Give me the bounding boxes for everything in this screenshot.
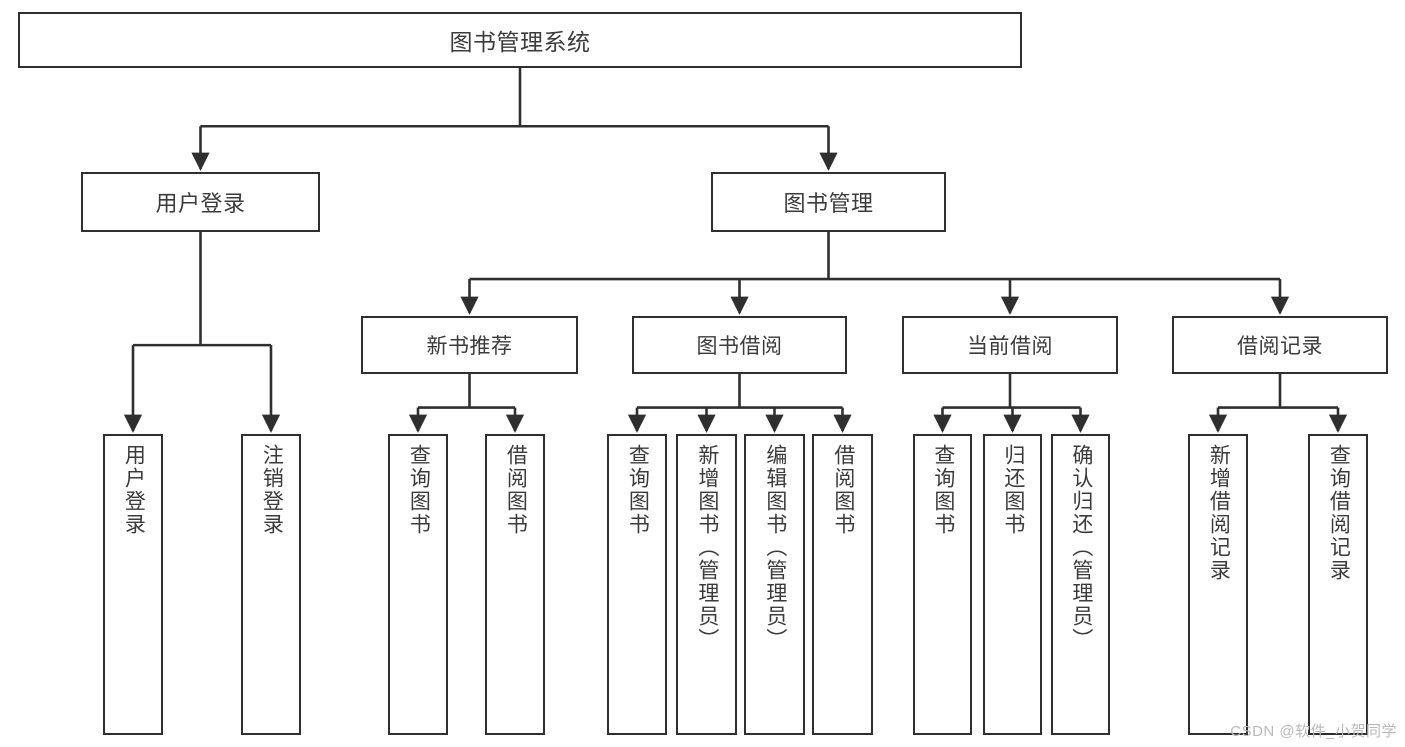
node-label: 用户登录 <box>155 191 246 216</box>
node-current[interactable]: 当前借阅 <box>902 316 1118 374</box>
node-label: 图书管理 <box>783 191 874 216</box>
node-r-add[interactable]: 新增借阅记录 <box>1188 434 1248 735</box>
node-label: 借阅图书 <box>504 444 528 536</box>
node-label: 新书推荐 <box>426 335 513 358</box>
node-c-query[interactable]: 查询图书 <box>913 434 972 735</box>
node-label: 新增借阅记录 <box>1207 444 1231 582</box>
node-label: 图书管理系统 <box>449 29 591 55</box>
node-label: 归还图书 <box>1001 444 1025 536</box>
node-bookmgr[interactable]: 图书管理 <box>711 172 946 232</box>
node-n-borrow[interactable]: 借阅图书 <box>485 434 545 735</box>
node-label: 注销登录 <box>260 444 284 536</box>
node-borrow[interactable]: 图书借阅 <box>632 316 847 374</box>
node-l-login[interactable]: 用户登录 <box>103 434 163 735</box>
node-b-edit[interactable]: 编辑图书（管理员） <box>744 434 805 735</box>
node-c-confirm[interactable]: 确认归还（管理员） <box>1051 434 1110 735</box>
node-label: 借阅记录 <box>1237 335 1323 358</box>
node-b-lend[interactable]: 借阅图书 <box>812 434 873 735</box>
node-r-query[interactable]: 查询借阅记录 <box>1308 434 1368 735</box>
watermark: CSDN @软件_小贺同学 <box>1230 723 1397 740</box>
node-label: 当前借阅 <box>967 335 1053 358</box>
node-login[interactable]: 用户登录 <box>81 172 320 232</box>
node-label: 新增图书（管理员） <box>695 444 719 651</box>
node-newbook[interactable]: 新书推荐 <box>361 316 578 374</box>
node-n-query[interactable]: 查询图书 <box>388 434 448 735</box>
node-label: 编辑图书（管理员） <box>763 444 787 651</box>
node-l-logout[interactable]: 注销登录 <box>241 434 301 735</box>
node-label: 查询图书 <box>407 444 431 536</box>
node-label: 图书借阅 <box>696 335 783 358</box>
node-label: 用户登录 <box>122 444 146 536</box>
node-c-return[interactable]: 归还图书 <box>983 434 1042 735</box>
node-label: 确认归还（管理员） <box>1069 444 1093 651</box>
node-label: 借阅图书 <box>831 444 855 536</box>
node-records[interactable]: 借阅记录 <box>1172 316 1388 374</box>
node-label: 查询图书 <box>931 444 955 536</box>
node-label: 查询借阅记录 <box>1327 444 1351 582</box>
node-label: 查询图书 <box>626 444 650 536</box>
node-root[interactable]: 图书管理系统 <box>18 12 1022 68</box>
node-b-add[interactable]: 新增图书（管理员） <box>676 434 737 735</box>
node-b-query[interactable]: 查询图书 <box>607 434 667 735</box>
